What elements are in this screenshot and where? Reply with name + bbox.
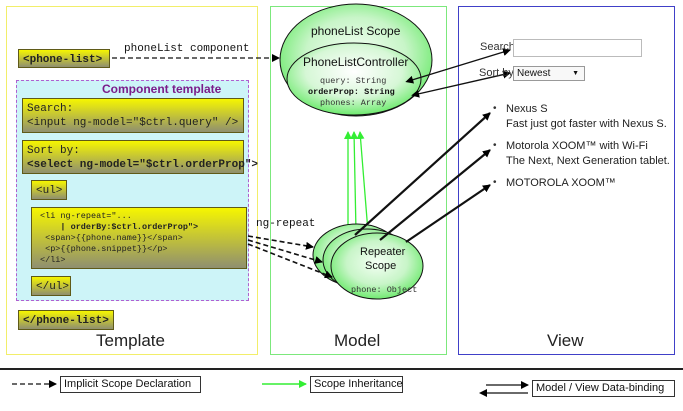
repeater-scope-line2: Scope [365,260,397,272]
view-search-label: Search: [480,41,518,53]
repeater-prop-phone: phone: Object [351,285,418,295]
legend-implicit-label: Implicit Scope Declaration [64,378,192,390]
binding-orderprop-sortby [411,70,511,98]
model-prop-orderprop: orderProp: String [308,87,395,97]
model-prop-phones: phones: Array [320,98,387,108]
legend-separator [0,368,683,370]
controller-name: PhoneListController [303,55,409,69]
view-sortby-label: Sort by: [479,67,517,79]
view-item-1-snippet: Fast just got faster with Nexus S. [506,118,667,130]
model-prop-query: query: String [320,76,387,86]
search-code-box: Search: <input ng-model="$ctrl.query" /> [22,98,244,133]
view-sort-select[interactable]: Newest▼ [513,66,585,81]
view-item-2-snippet: The Next, Next Generation tablet. [506,155,670,167]
view-panel-title: View [547,331,584,350]
template-panel [6,6,258,355]
ul-open-tag: <ul> [31,180,67,200]
view-item-1-name: Nexus S [506,103,548,115]
binding-repeater-item-3 [405,184,491,243]
chevron-down-icon: ▼ [572,70,579,77]
phone-list-close-tag: </phone-list> [18,310,114,330]
binding-repeater-item-1 [354,112,491,236]
phonelist-component-label: phoneList component [124,43,250,55]
ng-repeat-label: ng-repeat [256,218,316,230]
legend-inheritance-box [310,376,403,393]
model-panel-title: Model [334,331,381,350]
li-repeat-code-box: <li ng-repeat="... | orderBy:$ctrl.order… [31,207,247,269]
legend-implicit-box [60,376,201,393]
repeater-scope-ellipse-1 [330,232,424,300]
view-search-input[interactable] [513,39,642,57]
ng-repeat-connector-3 [247,243,333,279]
legend-binding-box [532,380,675,397]
ng-repeat-connector-1 [247,235,314,250]
phonelist-scope-title: phoneList Scope [311,24,401,38]
component-template-title: Component template [102,82,222,96]
ng-repeat-connector-2 [247,239,323,264]
bullet-icon: • [493,177,497,188]
view-panel [458,6,675,355]
repeater-scope-line1: Repeater [360,246,406,258]
binding-repeater-item-2 [379,149,491,241]
view-item-2-name: Motorola XOOM™ with Wi-Fi [506,140,648,152]
sortby-code-box: Sort by: <select ng-model="$ctrl.orderPr… [22,140,258,174]
phone-list-open-tag: <phone-list> [18,49,110,68]
bullet-icon: • [493,140,497,151]
inheritance-arrow-2 [350,131,359,233]
inheritance-arrow-3 [356,131,369,233]
view-item-3-name: MOTOROLA XOOM™ [506,177,616,189]
legend-binding-label: Model / View Data-binding [536,382,665,394]
bullet-icon: • [493,103,497,114]
template-panel-title: Template [96,331,165,350]
legend-inheritance-label: Scope Inheritance [314,378,403,390]
ul-close-tag: </ul> [31,276,71,296]
